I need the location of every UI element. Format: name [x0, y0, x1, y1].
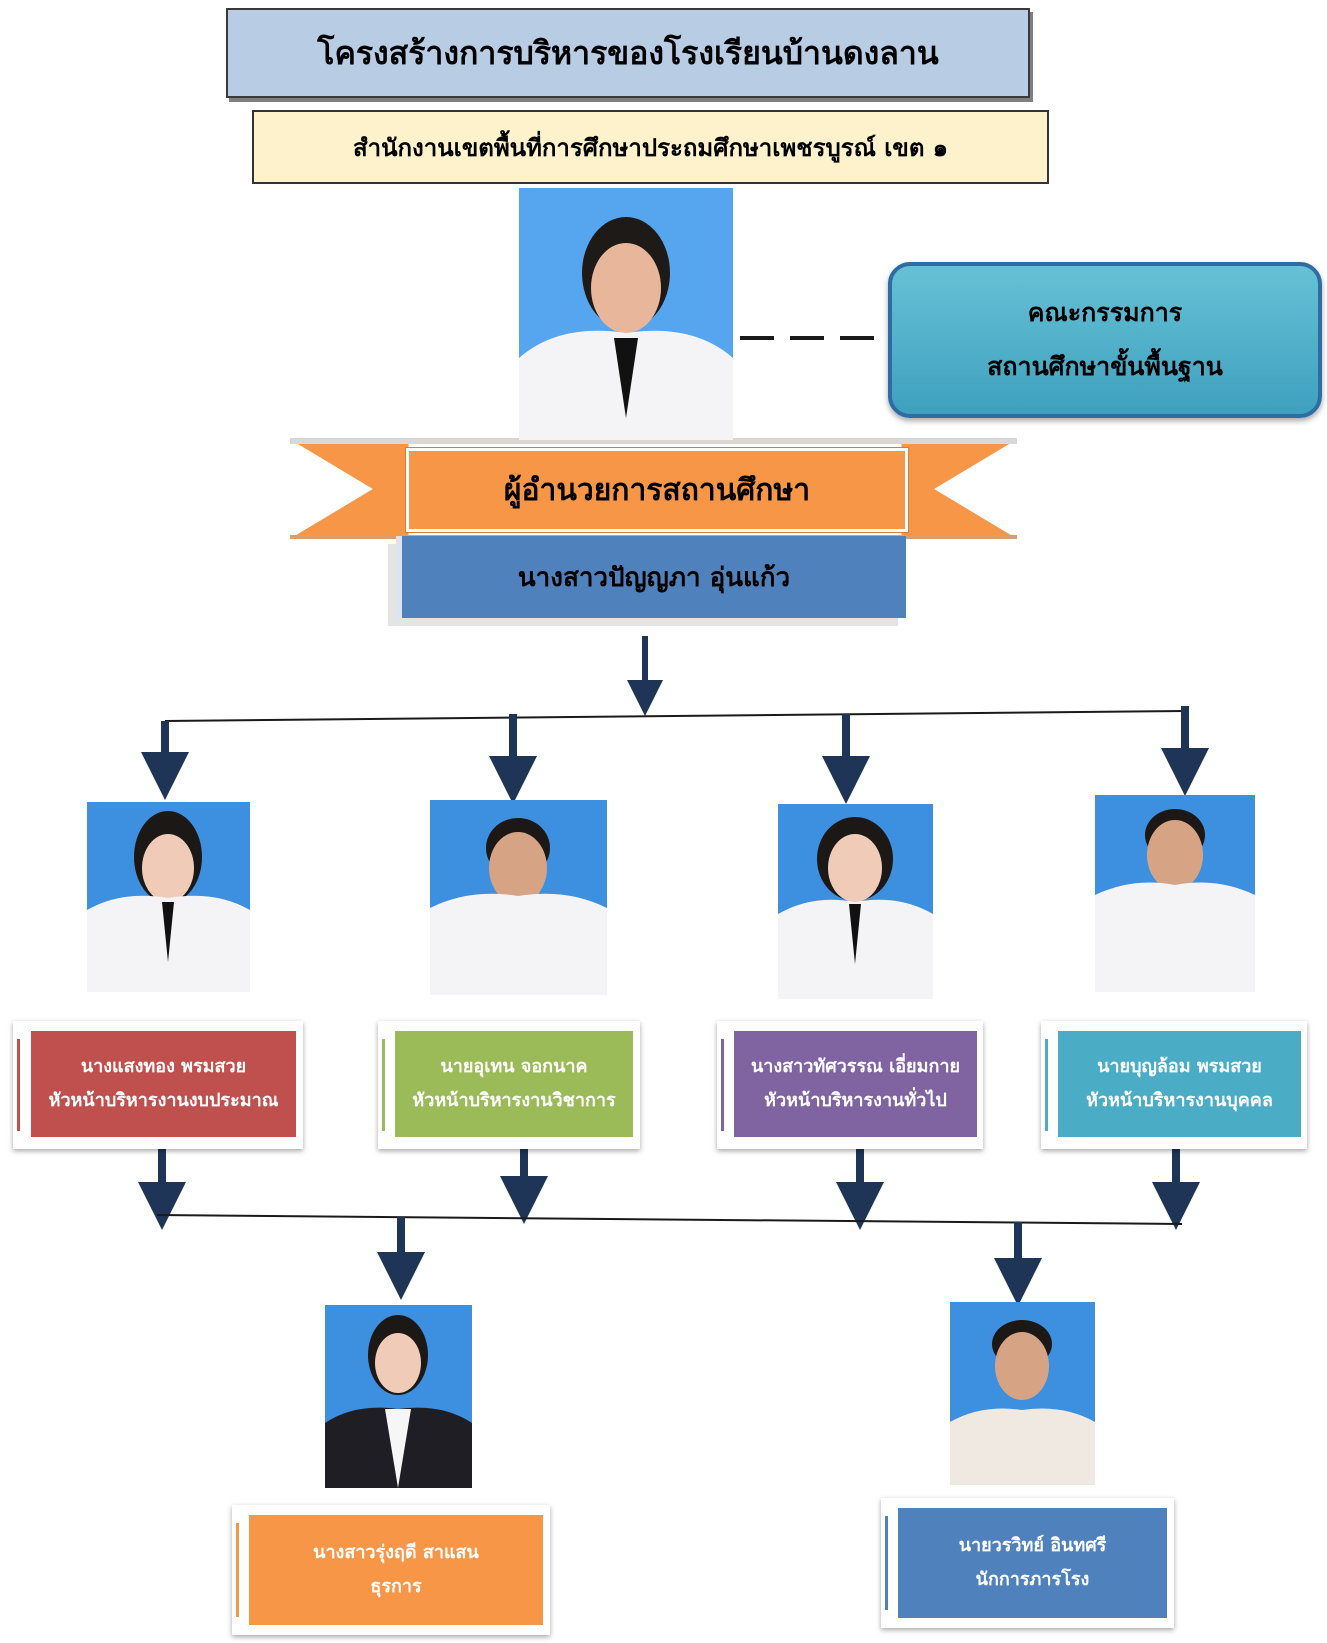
card-accent-bar	[885, 1516, 888, 1610]
director-name: นางสาวปัญญภา อุ่นแก้ว	[396, 536, 906, 618]
board-line-2: สถานศึกษาขั้นพื้นฐาน	[987, 352, 1223, 381]
staff-card-clerk: นางสาวรุ่งฤดี สาแสน ธุรการ	[232, 1505, 550, 1635]
card-accent-bar	[721, 1039, 724, 1131]
card-accent-bar	[1045, 1039, 1048, 1131]
head-role: หัวหน้าบริหารงานวิชาการ	[412, 1090, 616, 1111]
head-card-budget: นางแสงทอง พรมสวย หัวหน้าบริหารงานงบประมา…	[13, 1021, 303, 1149]
head-card-personnel-body: นายบุญล้อม พรมสวย หัวหน้าบริหารงานบุคคล	[1058, 1031, 1301, 1137]
head-card-personnel: นายบุญล้อม พรมสวย หัวหน้าบริหารงานบุคคล	[1041, 1021, 1307, 1149]
head-role: หัวหน้าบริหารงานทั่วไป	[764, 1090, 947, 1111]
head-card-general: นางสาวทัศวรรณ เอี่ยมกาย หัวหน้าบริหารงาน…	[717, 1021, 983, 1149]
office-subtitle: สำนักงานเขตพื้นที่การศึกษาประถมศึกษาเพชร…	[252, 110, 1049, 184]
director-role-banner: ผู้อำนวยการสถานศึกษา	[406, 448, 908, 532]
board-line-1: คณะกรรมการ	[1027, 298, 1183, 327]
card-accent-bar	[382, 1039, 385, 1131]
head-card-academic-body: นายอุเทน จอกนาค หัวหน้าบริหารงานวิชาการ	[395, 1031, 633, 1137]
head-photo-academic	[430, 800, 607, 995]
staff-role: นักการภารโรง	[975, 1569, 1090, 1590]
head-name: นายบุญล้อม พรมสวย	[1097, 1056, 1262, 1077]
staff-card-janitor: นายวรวิทย์ อินทศรี นักการภารโรง	[881, 1498, 1174, 1628]
head-card-academic: นายอุเทน จอกนาค หัวหน้าบริหารงานวิชาการ	[378, 1021, 640, 1149]
ribbon-tail-right	[898, 439, 1023, 539]
director-photo	[519, 188, 733, 440]
staff-photo-janitor	[950, 1302, 1095, 1485]
head-photo-budget	[87, 802, 250, 992]
staff-photo-clerk	[325, 1305, 472, 1488]
staff-role: ธุรการ	[370, 1576, 422, 1597]
head-name: นายอุเทน จอกนาค	[440, 1056, 588, 1077]
top-branch-line	[164, 710, 1186, 722]
head-photo-personnel	[1095, 795, 1255, 992]
ribbon-tail-left	[284, 439, 412, 539]
staff-name: นายวรวิทย์ อินทศรี	[958, 1535, 1107, 1556]
card-accent-bar	[17, 1039, 20, 1131]
head-name: นางสาวทัศวรรณ เอี่ยมกาย	[750, 1056, 961, 1077]
staff-name: นางสาวรุ่งฤดี สาแสน	[313, 1542, 479, 1563]
card-accent-bar	[236, 1523, 239, 1617]
head-photo-general	[778, 804, 933, 999]
bottom-branch-line	[156, 1214, 1183, 1225]
staff-card-janitor-body: นายวรวิทย์ อินทศรี นักการภารโรง	[898, 1508, 1167, 1618]
head-role: หัวหน้าบริหารงานบุคคล	[1086, 1090, 1273, 1111]
head-name: นางแสงทอง พรมสวย	[80, 1056, 247, 1077]
staff-card-clerk-body: นางสาวรุ่งฤดี สาแสน ธุรการ	[249, 1515, 543, 1625]
page-title: โครงสร้างการบริหารของโรงเรียนบ้านดงลาน	[226, 8, 1030, 98]
school-board-box: คณะกรรมการ สถานศึกษาขั้นพื้นฐาน	[888, 262, 1322, 418]
head-card-budget-body: นางแสงทอง พรมสวย หัวหน้าบริหารงานงบประมา…	[31, 1031, 296, 1137]
head-role: หัวหน้าบริหารงานงบประมาณ	[48, 1090, 279, 1111]
head-card-general-body: นางสาวทัศวรรณ เอี่ยมกาย หัวหน้าบริหารงาน…	[734, 1031, 977, 1137]
